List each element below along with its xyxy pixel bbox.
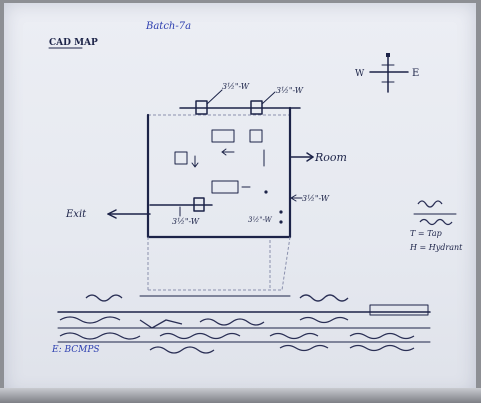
compass-west: W xyxy=(355,69,365,79)
legend-line-2: H = Hydrant xyxy=(409,243,463,252)
exit-arrow-icon xyxy=(107,209,151,219)
pipe-label-top-left: 3½"-W xyxy=(222,82,250,91)
notes-block xyxy=(57,294,431,354)
map-heading: CAD MAP xyxy=(49,38,98,48)
batch-label: Batch-7a xyxy=(145,21,191,32)
compass-east: E xyxy=(412,68,419,79)
room-label: Room xyxy=(314,151,347,164)
arrow-to-room-icon xyxy=(290,152,314,162)
top-pipe xyxy=(179,89,301,115)
pipe-label-bottom-left: 3½"-W xyxy=(172,217,200,226)
building-outline xyxy=(146,106,292,291)
lower-pipe xyxy=(149,197,213,217)
legend-line-1: T = Tap xyxy=(410,229,442,238)
right-pipe-label: 3½"-W xyxy=(302,194,330,203)
pipe-label-top-right: 3½"-W xyxy=(276,86,304,95)
arrow-right-pipe-icon xyxy=(290,194,303,202)
notes-signature: E: BCMPS xyxy=(51,345,100,355)
pipe-label-bottom-right: 3½"-W xyxy=(248,216,272,224)
compass-icon xyxy=(369,53,409,93)
exit-label: Exit xyxy=(65,209,87,220)
interior-devices xyxy=(174,129,283,224)
sheet-shadow xyxy=(0,388,481,403)
legend-scribbles xyxy=(413,200,457,226)
paper-sheet xyxy=(4,3,476,395)
